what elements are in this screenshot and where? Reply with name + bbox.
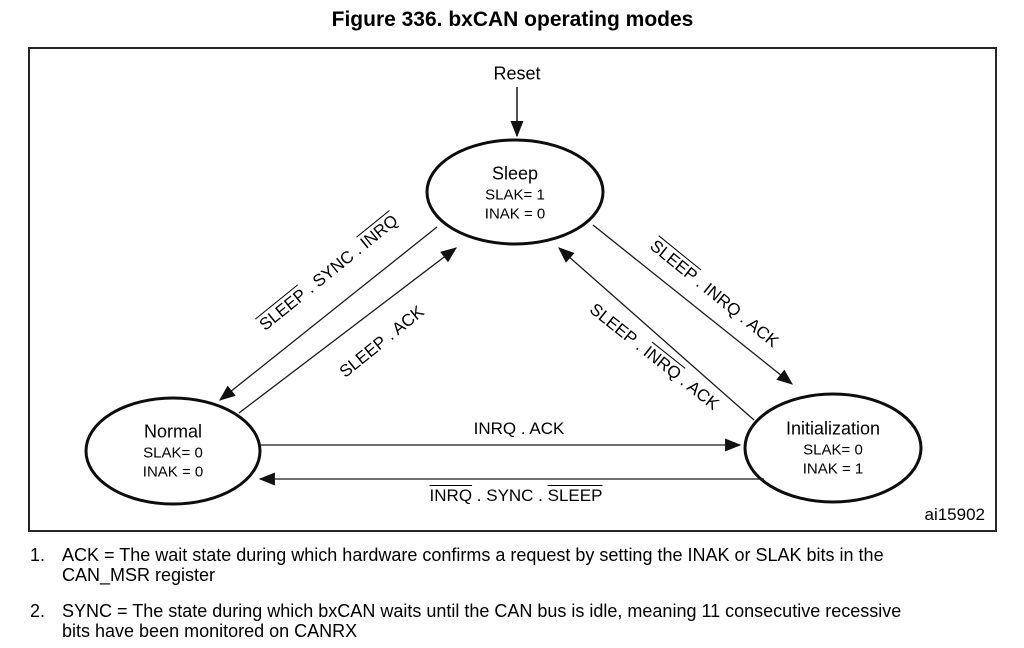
transition-arrow-normal-to-sleep bbox=[238, 247, 458, 414]
initialization-state-ellipse bbox=[743, 392, 923, 504]
state-inak-value: INAK = 1 bbox=[802, 460, 864, 478]
footnote-sync: 2. SYNC = The state during which bxCAN w… bbox=[30, 601, 990, 641]
transition-arrow-initialization-to-sleep bbox=[558, 247, 755, 421]
figure-image-ref: ai15902 bbox=[924, 505, 985, 524]
sleep-state-ellipse bbox=[425, 138, 605, 246]
reset-label: Reset bbox=[493, 63, 541, 84]
state-inak-value: INAK = 0 bbox=[484, 205, 546, 223]
footnote-number: 2. bbox=[30, 601, 46, 621]
state-diagram-canvas bbox=[84, 87, 923, 506]
state-normal: Normal SLAK= 0 INAK = 0 bbox=[143, 420, 203, 481]
state-slak-value: SLAK= 0 bbox=[803, 441, 863, 459]
footnotes: 1. ACK = The wait state during which har… bbox=[30, 545, 990, 648]
transition-label-normal-to-initialization: INRQ . ACK bbox=[473, 419, 565, 438]
footnote-ack: 1. ACK = The wait state during which har… bbox=[30, 545, 990, 585]
state-slak-value: SLAK= 1 bbox=[485, 186, 545, 204]
state-initialization: Initialization SLAK= 0 INAK = 1 bbox=[786, 417, 880, 478]
transition-arrow-sleep-to-initialization bbox=[592, 224, 794, 385]
footnote-text: ACK = The wait state during which hardwa… bbox=[62, 545, 884, 585]
state-slak-value: SLAK= 0 bbox=[143, 444, 203, 462]
figure-title: Figure 336. bxCAN operating modes bbox=[331, 8, 694, 31]
state-name: Normal bbox=[143, 421, 203, 442]
footnote-number: 1. bbox=[30, 545, 46, 565]
normal-state-ellipse bbox=[84, 396, 262, 506]
transition-label-initialization-to-normal: INRQ . SYNC . SLEEP bbox=[429, 486, 603, 505]
diagram-box: Reset Sleep SLAK= 1 INAK = 0 Normal SLAK… bbox=[28, 47, 997, 532]
transition-arrow-sleep-to-normal bbox=[218, 226, 438, 401]
state-sleep: Sleep SLAK= 1 INAK = 0 bbox=[485, 162, 545, 223]
footnote-text: SYNC = The state during which bxCAN wait… bbox=[62, 601, 902, 641]
state-inak-value: INAK = 0 bbox=[142, 463, 204, 481]
state-name: Sleep bbox=[491, 163, 539, 184]
state-name: Initialization bbox=[785, 418, 881, 439]
